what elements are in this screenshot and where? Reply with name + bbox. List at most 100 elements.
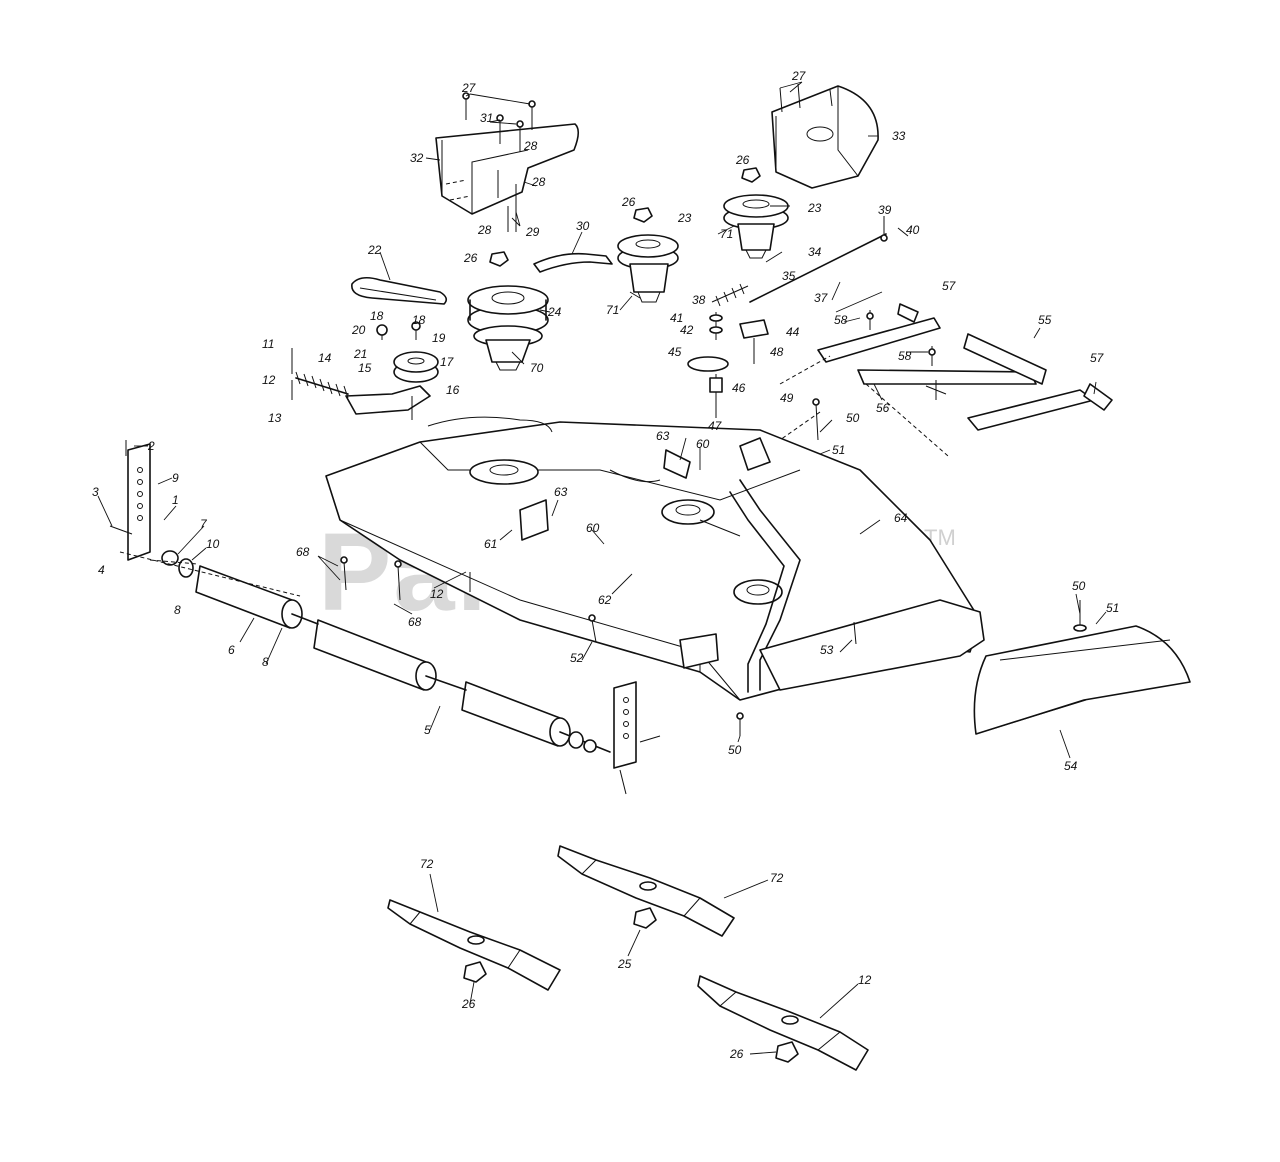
callout-50-lower: 50 [728, 743, 742, 757]
callout-16: 16 [446, 383, 460, 397]
deck-bolts [340, 398, 857, 736]
callout-51-upper: 51 [832, 443, 845, 457]
callout-62: 62 [598, 593, 612, 607]
callout-63-left: 63 [554, 485, 568, 499]
mower-blade-right [697, 975, 869, 1071]
spindle-pulley-left [467, 285, 549, 371]
callout-51-chute: 51 [1106, 601, 1119, 615]
callout-4: 4 [98, 563, 105, 577]
callout-53: 53 [820, 643, 834, 657]
tension-rod [687, 216, 909, 418]
spindle-pulley-center [617, 234, 679, 303]
deflector-chute [973, 600, 1191, 735]
callout-11: 11 [262, 337, 274, 351]
callout-47: 47 [708, 419, 723, 433]
callout-12-deck: 12 [430, 587, 444, 601]
callout-72-left: 72 [420, 857, 434, 871]
lift-linkage [779, 303, 1113, 457]
callout-58-upper: 58 [834, 313, 848, 327]
callout-27-upper-left: 27 [461, 81, 477, 95]
callout-31: 31 [480, 111, 493, 125]
drive-belt [351, 276, 448, 305]
callout-23-center: 23 [677, 211, 692, 225]
anti-scalp-roller-assembly [109, 440, 661, 795]
callout-64: 64 [894, 511, 908, 525]
callout-21: 21 [353, 347, 367, 361]
callout-5: 5 [424, 723, 431, 737]
callout-71-center: 71 [606, 303, 619, 317]
callout-labels: 27 31 28 32 28 28 29 30 26 26 22 24 70 1… [92, 69, 1119, 1061]
callout-12-spring: 12 [262, 373, 276, 387]
callout-24: 24 [547, 305, 562, 319]
callout-19: 19 [432, 331, 446, 345]
callout-25: 25 [617, 957, 632, 971]
callout-26-blade-left: 26 [461, 997, 476, 1011]
callout-58-lower: 58 [898, 349, 912, 363]
callout-40: 40 [906, 223, 920, 237]
callout-22: 22 [367, 243, 382, 257]
callout-2: 2 [147, 439, 155, 453]
cover-bolts [462, 92, 536, 232]
callout-27-upper-right: 27 [791, 69, 807, 83]
callout-3: 3 [92, 485, 99, 499]
callout-50-chute: 50 [1072, 579, 1086, 593]
callout-54: 54 [1064, 759, 1078, 773]
callout-68-left: 68 [296, 545, 310, 559]
callout-48: 48 [770, 345, 784, 359]
callout-8-right: 8 [262, 655, 269, 669]
callout-1: 1 [172, 493, 179, 507]
callout-18-a: 18 [370, 309, 384, 323]
callout-35: 35 [782, 269, 796, 283]
callout-26-blade-right: 26 [729, 1047, 744, 1061]
callout-57-lower: 57 [1090, 351, 1105, 365]
belt-cover-left [435, 123, 580, 215]
spindle-pulley-right [723, 194, 789, 259]
callout-37: 37 [814, 291, 829, 305]
callout-13: 13 [268, 411, 282, 425]
callout-41: 41 [670, 311, 683, 325]
belt-cover-right [771, 83, 879, 189]
callout-18-b: 18 [412, 313, 426, 327]
callout-15: 15 [358, 361, 372, 375]
callout-56: 56 [876, 401, 890, 415]
callout-72-center: 72 [770, 871, 784, 885]
callout-68-right: 68 [408, 615, 422, 629]
callout-28-cover-c: 28 [477, 223, 492, 237]
callout-72-right: 12 [858, 973, 872, 987]
callout-33: 33 [892, 129, 906, 143]
callout-55: 55 [1038, 313, 1052, 327]
callout-39: 39 [878, 203, 892, 217]
callout-26-center-nut: 26 [621, 195, 636, 209]
callout-23-right: 23 [807, 201, 822, 215]
callout-leaders [97, 81, 1107, 1055]
callout-60-left: 60 [586, 521, 600, 535]
callout-57-upper: 57 [942, 279, 957, 293]
callout-26-right-nut: 26 [735, 153, 750, 167]
callout-32: 32 [410, 151, 424, 165]
idler-assembly [291, 321, 439, 420]
callout-44: 44 [786, 325, 800, 339]
callout-52: 52 [570, 651, 584, 665]
belt-section [533, 252, 613, 273]
callout-30: 30 [576, 219, 590, 233]
callout-14: 14 [318, 351, 332, 365]
callout-28-cover-a: 28 [523, 139, 538, 153]
callout-49: 49 [780, 391, 794, 405]
callout-20: 20 [351, 323, 366, 337]
callout-9: 9 [172, 471, 179, 485]
callout-26-left-nut: 26 [463, 251, 478, 265]
callout-61: 61 [484, 537, 497, 551]
callout-38: 38 [692, 293, 706, 307]
callout-70: 70 [530, 361, 544, 375]
callout-50-upper: 50 [846, 411, 860, 425]
callout-29: 29 [525, 225, 540, 239]
mower-deck [325, 416, 985, 701]
callout-63-right: 63 [656, 429, 670, 443]
callout-71-right: 71 [720, 227, 733, 241]
callout-46: 46 [732, 381, 746, 395]
callout-28-cover-b: 28 [531, 175, 546, 189]
callout-6: 6 [228, 643, 235, 657]
hex-nuts [489, 167, 761, 267]
mower-blade-left [387, 899, 561, 991]
